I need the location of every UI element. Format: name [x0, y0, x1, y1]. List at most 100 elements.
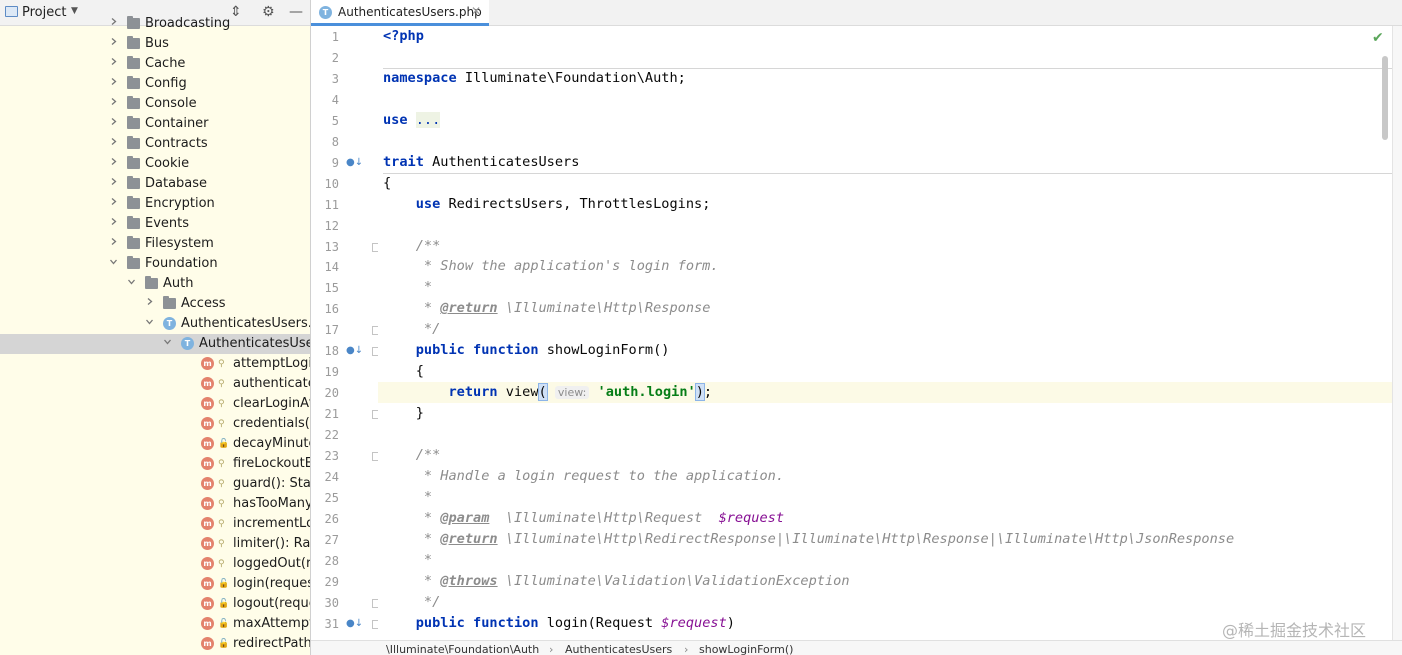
code-line[interactable]: */: [383, 319, 440, 340]
chevron-right-icon[interactable]: [109, 77, 118, 86]
implementation-marker-icon[interactable]: ●↓: [346, 617, 364, 629]
code-line[interactable]: /**: [383, 445, 441, 466]
tree-item-folder[interactable]: Encryption: [0, 194, 310, 214]
chevron-right-icon[interactable]: [109, 197, 118, 206]
chevron-right-icon[interactable]: [109, 137, 118, 146]
code-line[interactable]: */: [383, 592, 440, 613]
tree-item-folder[interactable]: Container: [0, 114, 310, 134]
chevron-down-icon[interactable]: [127, 277, 136, 286]
chevron-right-icon[interactable]: [109, 97, 118, 106]
gear-icon[interactable]: ⚙: [262, 4, 275, 20]
tree-item-label: logout(request: [233, 596, 310, 611]
collapse-all-icon[interactable]: ⇕: [230, 4, 242, 20]
tree-item-method[interactable]: m🔓login(request: [0, 574, 310, 594]
minimize-icon[interactable]: —: [289, 4, 303, 20]
chevron-down-icon[interactable]: [145, 317, 154, 326]
code-line[interactable]: }: [383, 403, 424, 424]
tree-item-method[interactable]: m⚲fireLockoutEvent: [0, 454, 310, 474]
code-token: [383, 279, 424, 295]
chevron-right-icon[interactable]: [109, 57, 118, 66]
tree-item-method[interactable]: m⚲guard(): StatefulGuard: [0, 474, 310, 494]
chevron-right-icon[interactable]: [109, 17, 118, 26]
tree-item-folder[interactable]: Console: [0, 94, 310, 114]
tree-item-method[interactable]: m⚲attemptLogin: [0, 354, 310, 374]
tree-item-method[interactable]: m⚲limiter(): RateLimiter: [0, 534, 310, 554]
code-line[interactable]: namespace Illuminate\Foundation\Auth;: [383, 68, 686, 89]
chevron-right-icon[interactable]: [109, 157, 118, 166]
tree-item-folder[interactable]: Access: [0, 294, 310, 314]
tree-item-method[interactable]: m⚲incrementLoginAttempts: [0, 514, 310, 534]
code-line[interactable]: * @throws \Illuminate\Validation\Validat…: [383, 571, 850, 592]
code-line[interactable]: * Handle a login request to the applicat…: [383, 466, 784, 487]
chevron-right-icon[interactable]: [145, 297, 154, 306]
breadcrumb-trait[interactable]: AuthenticatesUsers: [565, 643, 673, 655]
code-line[interactable]: * @return \Illuminate\Http\RedirectRespo…: [383, 529, 1234, 550]
chevron-right-icon[interactable]: [109, 177, 118, 186]
tree-item-label: clearLoginAttempts: [233, 396, 310, 411]
chevron-right-icon[interactable]: [109, 117, 118, 126]
code-line[interactable]: public function showLoginForm(): [383, 340, 670, 361]
code-line[interactable]: *: [383, 277, 432, 298]
chevron-right-icon[interactable]: [109, 37, 118, 46]
code-line[interactable]: public function login(Request $request): [383, 613, 735, 634]
tree-item-folder[interactable]: Events: [0, 214, 310, 234]
tree-item-label: Auth: [163, 276, 194, 291]
implementation-marker-icon[interactable]: ●↓: [346, 156, 364, 168]
code-line[interactable]: trait AuthenticatesUsers: [383, 152, 579, 173]
code-editor[interactable]: <?php namespace Illuminate\Foundation\Aut…: [378, 26, 1392, 640]
public-visibility-icon: 🔓: [218, 439, 230, 449]
implementation-marker-icon[interactable]: ●↓: [346, 345, 364, 357]
tree-item-folder[interactable]: Bus: [0, 34, 310, 54]
chevron-down-icon[interactable]: ▼: [71, 6, 78, 16]
tree-item-method[interactable]: m🔓maxAttempts: [0, 614, 310, 634]
code-line[interactable]: use RedirectsUsers, ThrottlesLogins;: [383, 194, 711, 215]
tree-item-folder[interactable]: Cookie: [0, 154, 310, 174]
code-line[interactable]: {: [383, 173, 391, 194]
code-line[interactable]: <?php: [383, 26, 424, 47]
tree-item-method[interactable]: m⚲hasTooManyLoginAttempts: [0, 494, 310, 514]
code-line[interactable]: {: [383, 361, 424, 382]
tree-item-folder[interactable]: Auth: [0, 274, 310, 294]
code-token: view: [497, 384, 539, 401]
chevron-down-icon[interactable]: [163, 337, 172, 346]
tree-item-folder[interactable]: Contracts: [0, 134, 310, 154]
editor-tab[interactable]: T AuthenticatesUsers.php ✕: [311, 0, 489, 26]
vertical-scrollbar[interactable]: [1382, 56, 1388, 140]
tree-item-method[interactable]: m⚲authenticated: [0, 374, 310, 394]
project-view-selector[interactable]: Project: [22, 5, 67, 20]
tree-item-method[interactable]: m⚲credentials(request: [0, 414, 310, 434]
tree-item-folder[interactable]: Filesystem: [0, 234, 310, 254]
code-token: [383, 594, 424, 610]
close-tab-icon[interactable]: ✕: [471, 4, 482, 18]
tree-item-method[interactable]: m⚲clearLoginAttempts: [0, 394, 310, 414]
chevron-down-icon[interactable]: [109, 257, 118, 266]
tree-item-method[interactable]: m⚲loggedOut(request: [0, 554, 310, 574]
code-line[interactable]: use ...: [383, 110, 441, 131]
breadcrumb-method[interactable]: showLoginForm(): [699, 643, 794, 655]
breadcrumb-namespace[interactable]: \Illuminate\Foundation\Auth: [386, 643, 540, 655]
tree-item-folder[interactable]: Cache: [0, 54, 310, 74]
error-stripe[interactable]: [1392, 26, 1402, 640]
code-line[interactable]: *: [383, 550, 432, 571]
code-line[interactable]: * @param \Illuminate\Http\Request $reque…: [383, 508, 784, 529]
code-line[interactable]: * Show the application's login form.: [383, 256, 719, 277]
tree-item-folder[interactable]: Foundation: [0, 254, 310, 274]
chevron-right-icon[interactable]: [109, 237, 118, 246]
code-line[interactable]: /**: [383, 236, 441, 257]
code-line[interactable]: * @return \Illuminate\Http\Response: [383, 298, 710, 319]
code-line[interactable]: *: [383, 487, 432, 508]
code-line[interactable]: return view( view: 'auth.login');: [383, 382, 712, 403]
chevron-right-icon[interactable]: [109, 217, 118, 226]
tree-item-folder[interactable]: Config: [0, 74, 310, 94]
tree-item-method[interactable]: m🔓redirectPath: [0, 634, 310, 654]
tree-item-folder[interactable]: Broadcasting: [0, 14, 310, 34]
line-number: 25: [324, 490, 339, 505]
inspection-ok-icon[interactable]: ✔: [1372, 30, 1384, 46]
tree-item-method[interactable]: m🔓logout(request: [0, 594, 310, 614]
tree-item-folder[interactable]: Database: [0, 174, 310, 194]
tree-item-method[interactable]: m🔓decayMinutes: [0, 434, 310, 454]
